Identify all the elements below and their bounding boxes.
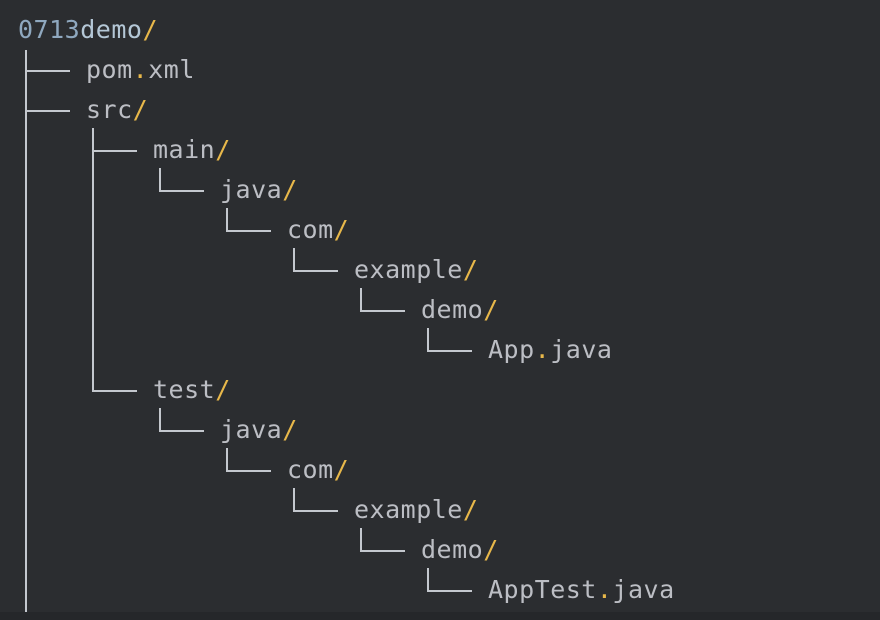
tree-node-main-example: example/: [354, 255, 479, 284]
tree-node-pom-xml: pom.xml: [86, 55, 195, 84]
tree-node-app-java: App.java: [488, 335, 613, 364]
branch-main-com: [226, 208, 271, 232]
root-slash: /: [142, 15, 158, 44]
tree-node-main-com: com/: [287, 215, 350, 244]
tree-node-test-demo: demo/: [421, 535, 499, 564]
branch-test-com: [226, 448, 271, 472]
tree-node-test-java: java/: [220, 415, 298, 444]
tree-node-apptest-java: AppTest.java: [488, 575, 675, 604]
branch-test-example: [293, 488, 338, 512]
branch-main-java: [159, 168, 204, 192]
branch-test: [92, 390, 137, 392]
tree-guide-root: [25, 50, 27, 612]
tree-node-src: src/: [86, 95, 149, 124]
tree-node-test-com: com/: [287, 455, 350, 484]
tree-node-test: test/: [153, 375, 231, 404]
tree-node-main-demo: demo/: [421, 295, 499, 324]
tree-node-main: main/: [153, 135, 231, 164]
branch-test-java: [159, 408, 204, 432]
tree-root-label: 0713demo/: [18, 15, 158, 45]
branch-apptest: [427, 568, 472, 592]
tree-node-test-example: example/: [354, 495, 479, 524]
branch-pom: [25, 70, 70, 72]
root-digits: 0713: [18, 15, 81, 44]
branch-main: [92, 150, 137, 152]
tree-guide-src: [92, 128, 94, 390]
bottom-edge-strip: [0, 612, 880, 620]
branch-main-example: [293, 248, 338, 272]
branch-src: [25, 110, 70, 112]
branch-test-demo: [360, 528, 405, 552]
branch-app: [427, 328, 472, 352]
root-name: demo: [80, 15, 143, 44]
tree-node-main-java: java/: [220, 175, 298, 204]
branch-main-demo: [360, 288, 405, 312]
